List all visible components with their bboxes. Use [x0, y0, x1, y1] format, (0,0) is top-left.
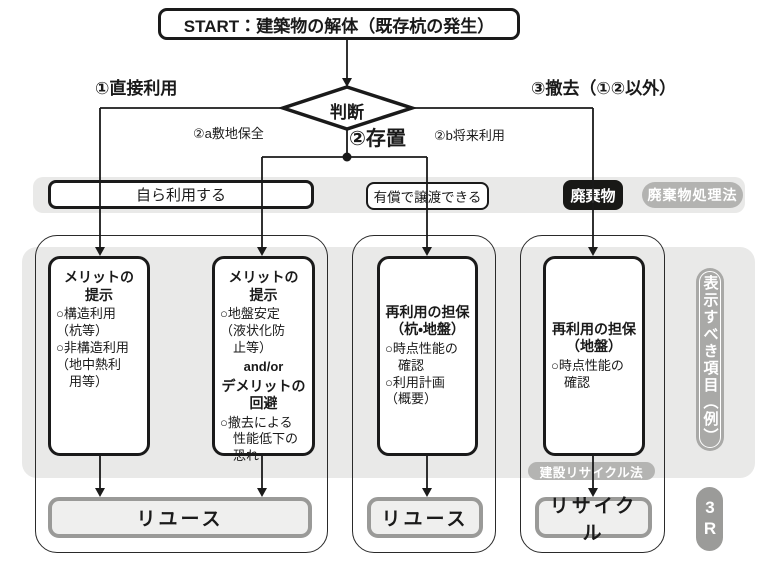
paid-transfer-label: 有償で譲渡できる	[373, 190, 482, 205]
reuse-node-1: リユース	[48, 497, 312, 538]
recycle-node: リサイクル	[535, 496, 652, 544]
branch-label-future-use: ②b将来利用	[434, 128, 505, 143]
decision-label: 判断	[330, 103, 364, 122]
reuse-2-label: リユース	[381, 509, 469, 530]
item-box-storage-site: メリットの 提示 ○地盤安定 （液状化防 止等） and/or デメリットの 回…	[212, 256, 315, 463]
item-box-4-title: 再利用の担保 （地盤）	[552, 320, 636, 355]
branch-label-site-preservation: ②a敷地保全	[193, 126, 264, 141]
group-container-transfer	[352, 235, 496, 553]
self-use-node: 自ら利用する	[48, 180, 314, 209]
waste-node: 廃棄物	[563, 180, 623, 210]
display-items-label: 表示すべき項目（例）	[701, 274, 719, 445]
item-box-3-title: 再利用の担保 （杭・地盤）	[385, 303, 470, 338]
item-box-4-body: ○時点性能の 確認	[551, 357, 624, 390]
item-box-1-body: ○構造利用 （杭等） ○非構造利用 （地中熱利 用等）	[56, 306, 129, 389]
group-container-direct-use	[35, 235, 328, 553]
item-box-direct-use: メリットの 提示 ○構造利用 （杭等） ○非構造利用 （地中熱利 用等）	[48, 256, 150, 456]
item-box-storage-future: 再利用の担保 （杭・地盤） ○時点性能の 確認 ○利用計画 （概要）	[377, 256, 478, 456]
item-box-2-body2: ○撤去による 性能低下の 恐れ	[220, 414, 299, 464]
item-box-2-title: メリットの 提示	[228, 269, 299, 303]
branch-label-direct-use: ①直接利用	[95, 79, 178, 98]
construction-recycling-law-label: 建設リサイクル法	[539, 465, 644, 480]
junction-dot	[342, 152, 352, 162]
start-label: START：建築物の解体（既存杭の発生）	[183, 16, 495, 36]
three-r-label: 3R	[700, 498, 720, 540]
recycle-label: リサイクル	[549, 495, 638, 544]
self-use-label: 自ら利用する	[135, 187, 226, 204]
paid-transfer-node: 有償で譲渡できる	[366, 182, 489, 210]
waste-label: 廃棄物	[570, 187, 616, 205]
waste-law-label: 廃棄物処理法	[647, 187, 738, 203]
item-box-2-title2: デメリットの 回避	[221, 377, 306, 412]
display-items-badge: 表示すべき項目（例）	[696, 268, 724, 451]
item-box-removal: 再利用の担保 （地盤） ○時点性能の 確認	[543, 256, 645, 456]
branch-label-removal: ③撤去（①②以外）	[531, 79, 677, 98]
three-r-badge: 3R	[696, 487, 723, 551]
item-box-3-body: ○時点性能の 確認 ○利用計画 （概要）	[385, 340, 458, 407]
item-box-2-connector: and/or	[243, 358, 284, 374]
waste-law-badge: 廃棄物処理法	[642, 182, 743, 208]
item-box-2-body: ○地盤安定 （液状化防 止等）	[220, 306, 286, 355]
start-node: START：建築物の解体（既存杭の発生）	[158, 8, 520, 40]
reuse-1-label: リユース	[136, 509, 224, 530]
reuse-node-2: リユース	[367, 497, 483, 538]
branch-label-storage: ②存置	[349, 128, 406, 150]
construction-recycling-law-badge: 建設リサイクル法	[528, 462, 655, 480]
item-box-1-title: メリットの 提示	[64, 269, 134, 303]
